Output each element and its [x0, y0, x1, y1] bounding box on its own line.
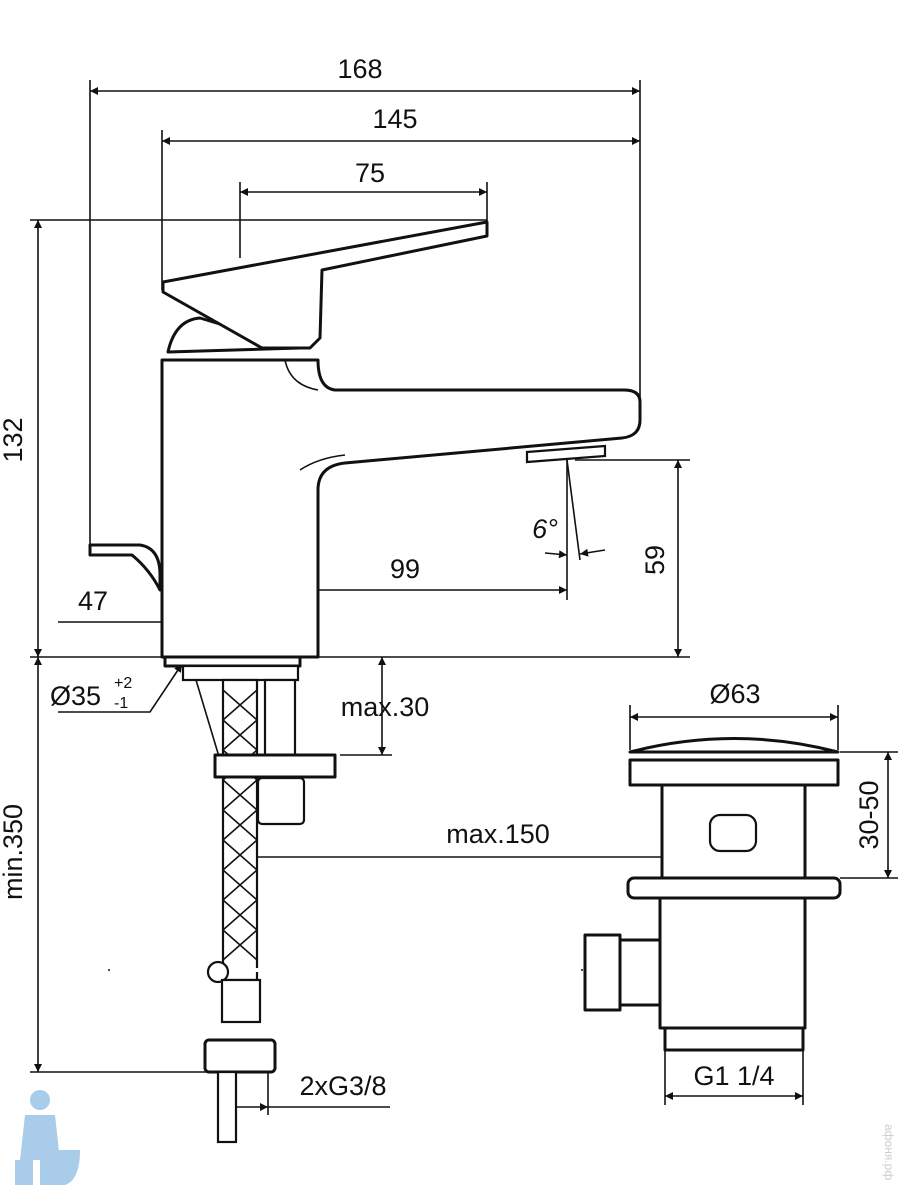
dim-body-width: 47: [78, 586, 108, 616]
dim-body-to-spout: 145: [372, 104, 417, 134]
dim-spout-angle: 6°: [532, 514, 558, 544]
drain-assembly: [583, 737, 842, 1052]
dim-overall-length: 168: [337, 54, 382, 84]
dim-drain-height: 30-50: [854, 780, 884, 849]
dim-height: 132: [0, 417, 28, 462]
dim-max-thickness: max.30: [341, 692, 430, 722]
dim-drain-thread: G1 1/4: [693, 1061, 774, 1091]
plumber-logo: [15, 1090, 80, 1185]
dim-min-hose: min.350: [0, 804, 28, 900]
watermark: афоня.рф: [882, 1123, 896, 1180]
dim-hole-tol-plus: +2: [114, 675, 132, 692]
dim-drain-diameter: Ø63: [709, 679, 760, 709]
dimension-labels: 168 145 75 132 59 99 47 6° Ø35 +2 -1 max…: [0, 54, 884, 1101]
dim-hole-tol-minus: -1: [114, 695, 128, 712]
dim-connections: 2xG3/8: [299, 1071, 386, 1101]
braided-hose: [221, 678, 259, 982]
faucet-body: [88, 220, 642, 659]
extension-lines: [30, 80, 898, 1115]
dim-spout-reach: 99: [390, 554, 420, 584]
dim-lever-length: 75: [355, 158, 385, 188]
mounting-assembly: [108, 655, 583, 1144]
dim-hole-diameter: Ø35: [50, 681, 101, 711]
dim-spout-height: 59: [640, 545, 670, 575]
dim-max-distance: max.150: [446, 819, 550, 849]
